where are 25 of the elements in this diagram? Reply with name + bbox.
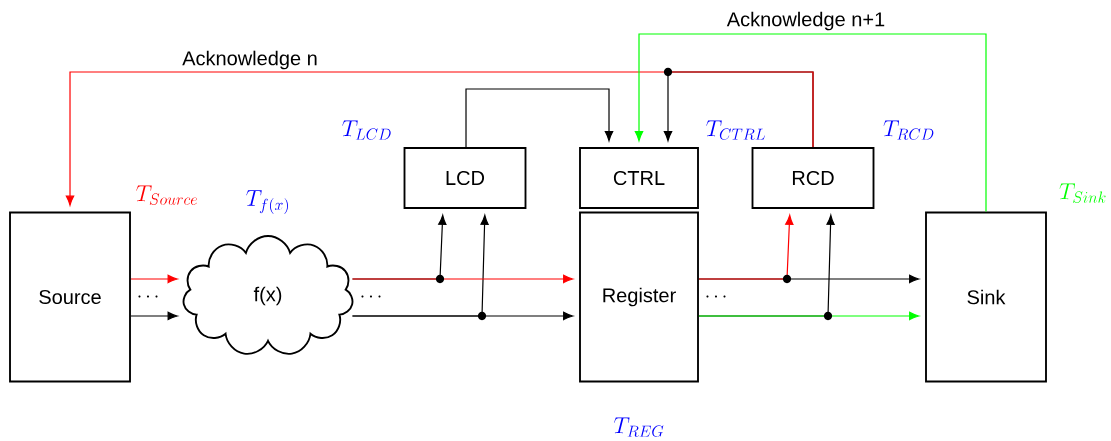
arrow: [634, 33, 987, 213]
process-box: Register: [579, 211, 699, 383]
timing-label: $T_{REG}$: [614, 417, 664, 437]
arrow: [698, 311, 920, 321]
ellipsis: $\cdots$: [138, 295, 158, 298]
process-box: Source: [9, 211, 131, 383]
edge-label: Acknowledge n: [180, 49, 320, 71]
arrow: [465, 88, 614, 148]
arrow: [698, 214, 794, 284]
timing-label: $T_{Sink}$: [1059, 183, 1106, 203]
process-box: RCD: [751, 147, 875, 209]
timing-label: $T_{RCD}$: [883, 120, 934, 140]
process-box: LCD: [403, 147, 527, 209]
arrow: [351, 311, 574, 321]
arrow: [130, 311, 178, 321]
timing-label: $T_{LCD}$: [342, 120, 391, 140]
process-box: Sink: [925, 211, 1047, 383]
arrow: [130, 274, 178, 284]
process-box: CTRL: [579, 147, 699, 209]
edge-label: Acknowledge n+1: [725, 10, 887, 32]
timing-label: $T_{f(x)}$: [246, 190, 288, 214]
timing-label: $T_{CTRL}$: [706, 120, 765, 140]
arrow: [351, 274, 574, 284]
timing-label: $T_{Source}$: [136, 185, 197, 205]
arrow: [65, 67, 814, 206]
